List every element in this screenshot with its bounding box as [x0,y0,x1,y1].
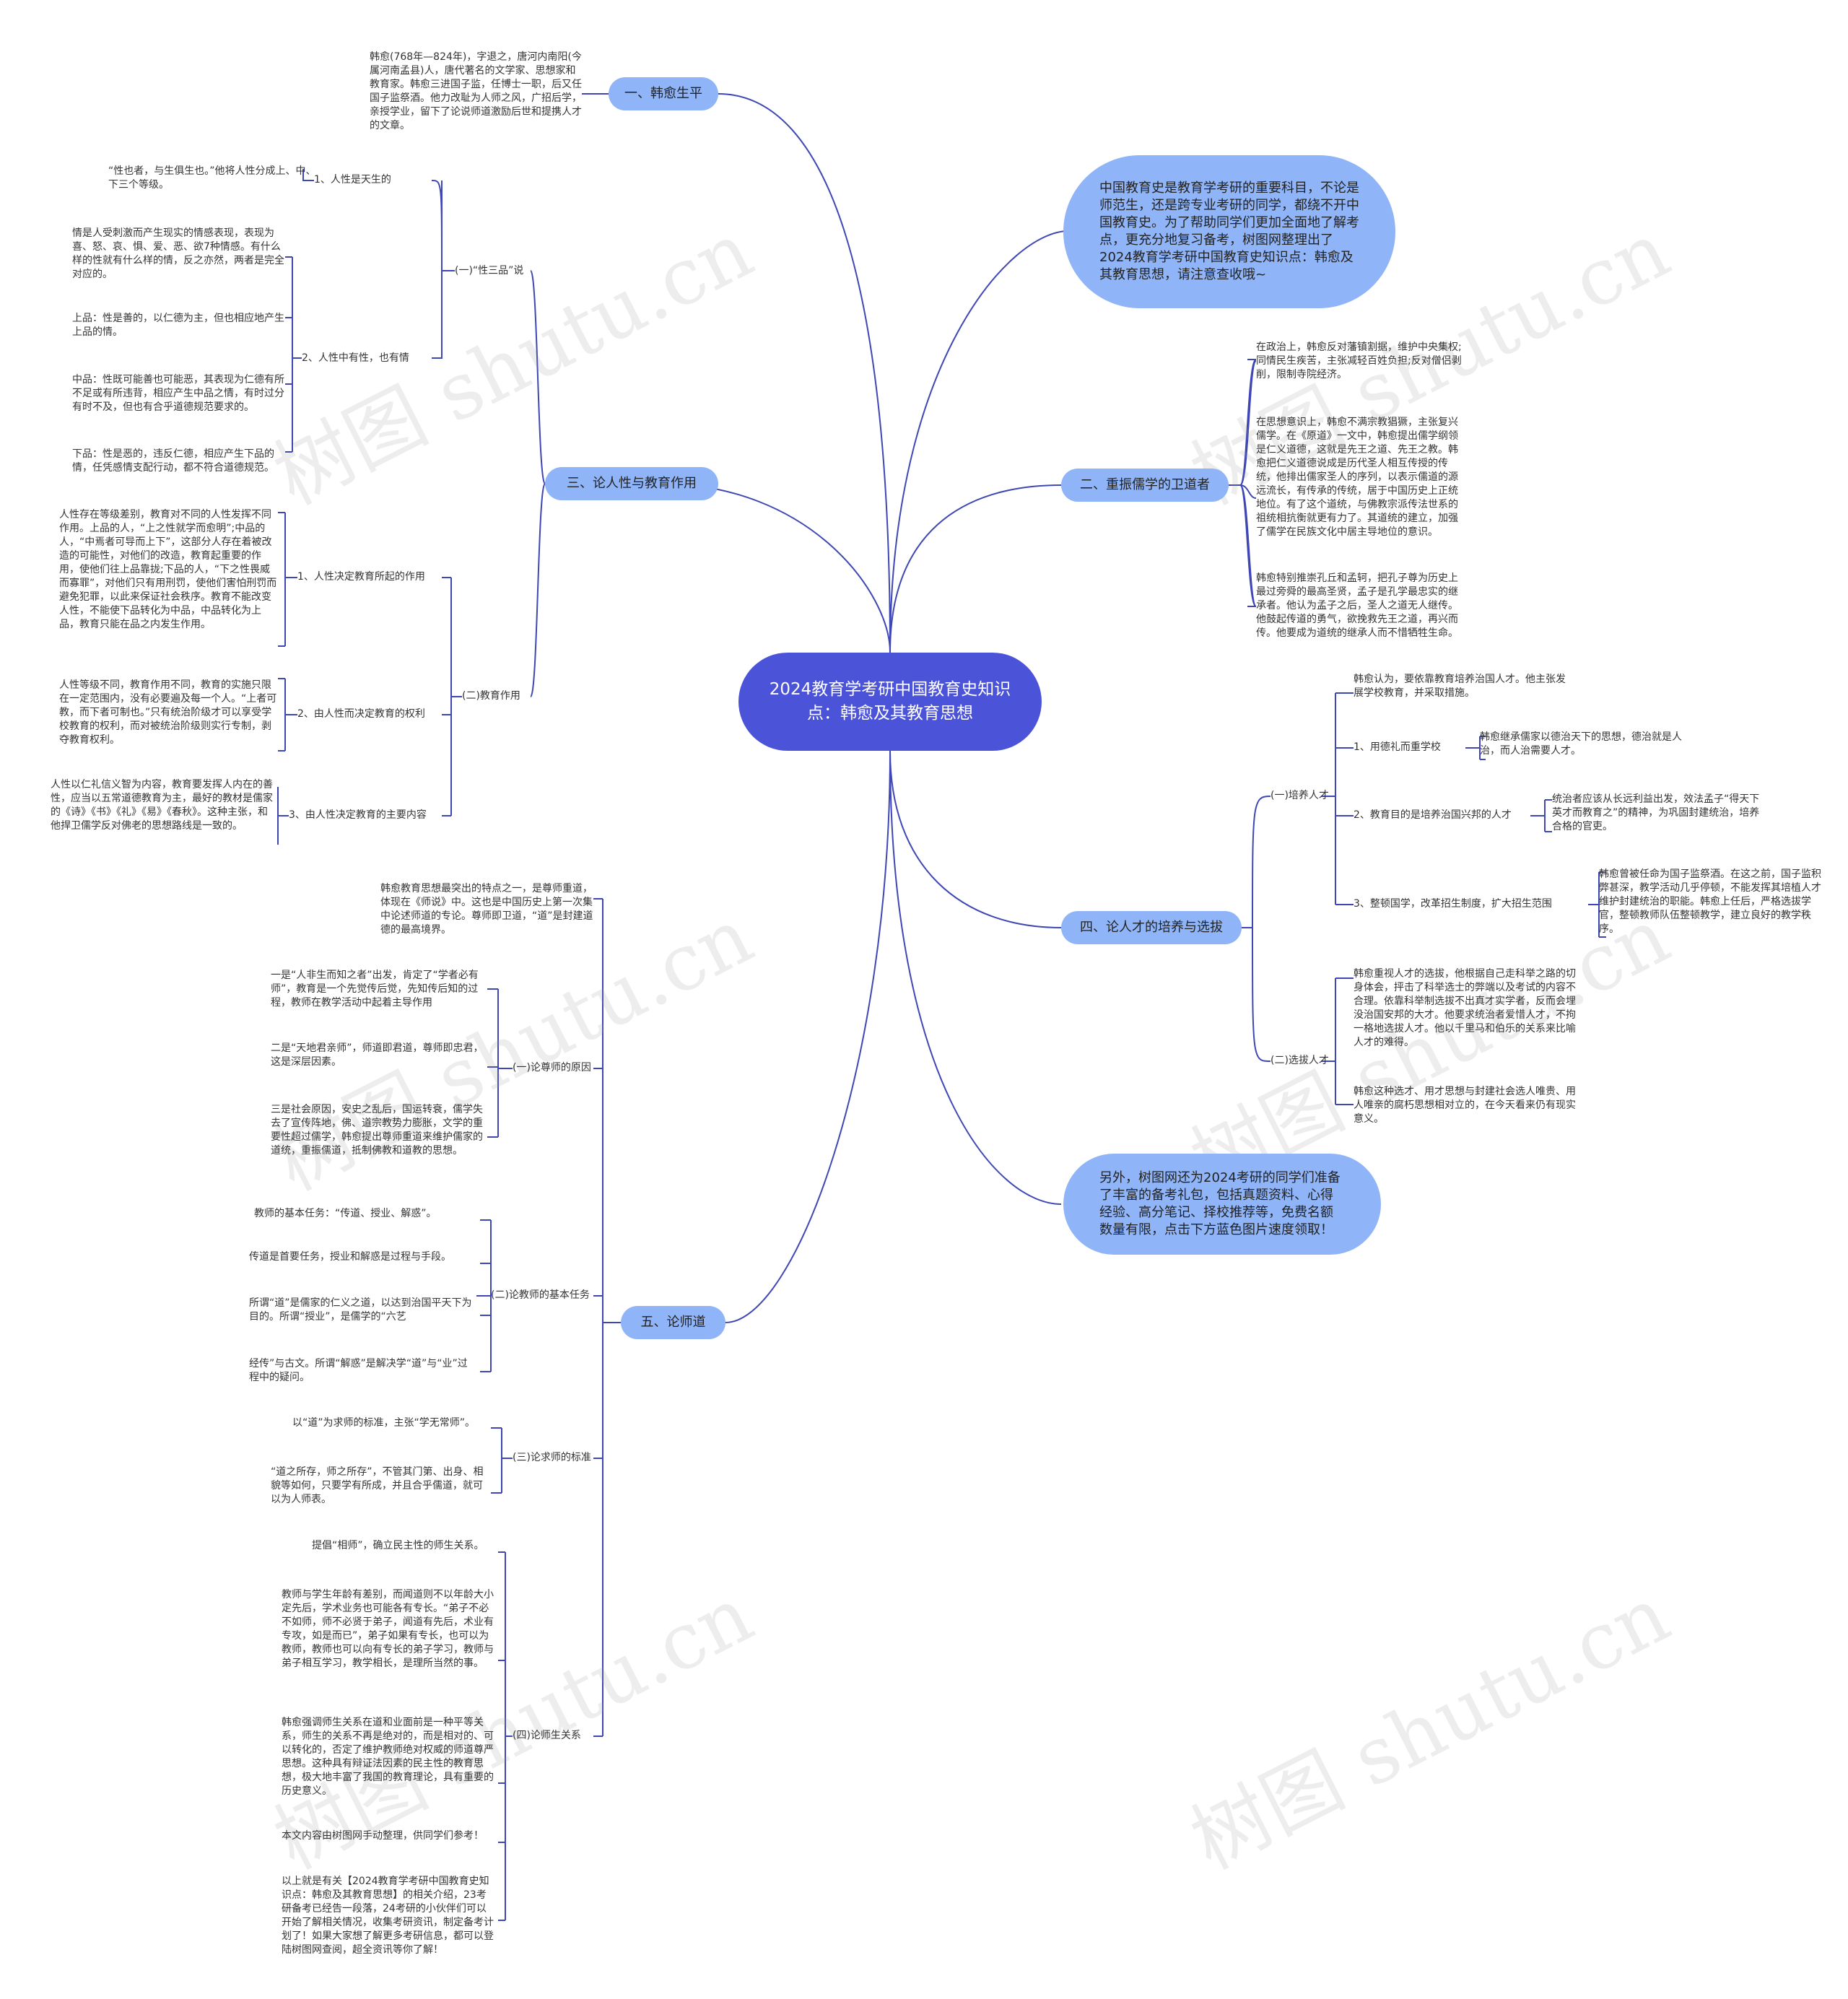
virtue-school-label[interactable]: 1、用德礼而重学校 [1354,741,1441,753]
nature-innate-label[interactable]: 1、人性是天生的 [314,174,391,186]
education-aim-text: 统治者应该从长远利益出发，效法孟子“得天下英才而教育之”的精神，为巩固封建统治，… [1552,793,1760,832]
education-right-text: 人性等级不同，教育作用不同，教育的实施只限在一定范围内，没有必要遍及每一个人。“… [59,679,277,746]
teacher-standard-label[interactable]: (三)论求师的标准 [513,1452,591,1463]
three-grades-theory-label[interactable]: (一)“性三品”说 [455,265,524,276]
teacher-task-label[interactable]: (二)论教师的基本任务 [491,1289,590,1301]
confucianism-thought-text: 在思想意识上，韩愈不满宗教猖獗，主张复兴儒学。在《原道》一文中，韩愈提出儒学纲领… [1256,417,1458,538]
role-determined-text: 人性存在等级差别，教育对不同的人性发挥不同作用。上品的人，“上之性就学而愈明”;… [59,509,277,630]
select-talent-label[interactable]: (二)选拔人才 [1270,1055,1329,1066]
source-note-text: 本文内容由树图网手动整理，供同学们参考！ [282,1830,484,1842]
cultivate-talent-intro: 韩愈认为，要依靠教育培养治国人才。他主张发展学校教育，并采取措施。 [1354,674,1566,699]
education-content-label[interactable]: 3、由人性决定教育的主要内容 [289,809,427,821]
closing-text: 以上就是有关【2024教育学考研中国教育史知识点：韩愈及其教育思想】的相关介绍，… [282,1876,494,1956]
lower-grade-text: 下品：性是恶的，违反仁德，相应产生下品的情，任凭感情支配行动，都不符合道德规范。 [72,448,274,474]
branch-confucianism[interactable]: 二、重振儒学的卫道者 [1061,469,1229,502]
virtue-school-text: 韩愈继承儒家以德治天下的思想，德治就是人治，而人治需要人才。 [1480,731,1682,757]
nature-innate-text: “性也者，与生俱生也。”他将人性分成上、中、下三个等级。 [108,165,316,191]
task-priority-text: 传道是首要任务，授业和解惑是过程与手段。 [249,1251,451,1263]
age-difference-text: 教师与学生年龄有差别，而闻道则不以年龄大小定先后，学术业务也可能各有专长。“弟子… [282,1589,494,1669]
teacher-student-label[interactable]: (四)论师生关系 [513,1730,581,1741]
role-determined-label[interactable]: 1、人性决定教育所起的作用 [297,571,425,583]
branch-biography[interactable]: 一、韩愈生平 [609,77,718,110]
outro-note-text: 另外，树图网还为2024考研的同学们准备了丰富的备考礼包，包括真题资料、心得经验… [1099,1170,1341,1237]
intro-note[interactable]: 中国教育史是教育学考研的重要科目，不论是师范生，还是跨专业考研的同学，都绕不开中… [1063,155,1395,308]
branch-talent[interactable]: 四、论人才的培养与选拔 [1061,911,1242,944]
cultivate-talent-label[interactable]: (一)培养人才 [1270,790,1329,801]
equality-text: 韩愈强调师生关系在道和业面前是一种平等关系，师生的关系不再是绝对的，而是相对的、… [282,1717,494,1797]
respect-teacher-reason-label[interactable]: (一)论尊师的原因 [513,1062,591,1073]
root-topic-label: 2024教育学考研中国教育史知识点：韩愈及其教育思想 [769,680,1011,723]
branch-teacher-way[interactable]: 五、论师道 [621,1306,725,1339]
mutual-teacher-text: 提倡“相师”，确立民主性的师生关系。 [312,1540,484,1551]
select-talent-text: 韩愈重视人才的选拔，他根据自己走科举之路的切身体会，抨击了科举选士的弊端以及考试… [1354,968,1576,1048]
root-topic[interactable]: 2024教育学考研中国教育史知识点：韩愈及其教育思想 [738,653,1042,751]
education-role-label[interactable]: (二)教育作用 [462,690,520,702]
emotion-text: 情是人受刺激而产生现实的情感表现，表现为喜、怒、哀、惧、爱、恶、欲7种情感。有什… [72,227,284,280]
reform-text: 韩愈曾被任命为国子监祭酒。在这之前，国子监积弊甚深，教学活动几乎停顿，不能发挥其… [1599,868,1821,935]
education-content-text: 人性以仁礼信义智为内容，教育要发挥人内在的善性，应当以五常道德教育为主，最好的教… [51,779,273,832]
biography-text: 韩愈(768年—824年)，字退之，唐河内南阳(今属河南孟县)人，唐代著名的文学… [370,51,582,131]
reason-one-text: 一是“人非生而知之者”出发，肯定了“学者必有师”，教育是一个先觉传后觉，先知传后… [271,970,479,1009]
education-aim-label[interactable]: 2、教育目的是培养治国兴邦的人才 [1354,809,1512,821]
outro-note[interactable]: 另外，树图网还为2024考研的同学们准备了丰富的备考礼包，包括真题资料、心得经验… [1063,1154,1381,1255]
confucianism-mencius-text: 韩愈特别推崇孔丘和孟轲，把孔子尊为历史上最过旁舜的最高圣贤，孟子是孔学最忠实的继… [1256,572,1458,639]
standard-any-text: “道之所存，师之所存”，不管其门第、出身、相貌等如何，只要学有所成，并且合乎儒道… [271,1466,484,1505]
task-dao-text: 所谓“道”是儒家的仁义之道，以达到治国平天下为目的。所谓“授业”，是儒学的“六艺 [249,1297,472,1323]
task-basic-text: 教师的基本任务：“传道、授业、解惑”。 [254,1208,437,1219]
education-right-label[interactable]: 2、由人性而决定教育的权利 [297,708,425,720]
teacher-way-intro: 韩愈教育思想最突出的特点之一，是尊师重道，体现在《师说》中。这也是中国历史上第一… [380,883,593,936]
reason-three-text: 三是社会原因，安史之乱后，国运转衰，儒学失去了宣传阵地，佛、道宗教势力膨胀，文学… [271,1104,483,1157]
upper-grade-text: 上品：性是善的，以仁德为主，但也相应地产生上品的情。 [72,313,284,338]
task-jiehuo-text: 经传”与古文。所谓“解惑”是解决学“道”与“业”过程中的疑问。 [249,1358,468,1383]
middle-grade-text: 中品：性既可能善也可能恶，其表现为仁德有所不足或有所违背，相应产生中品之情，有时… [72,374,284,413]
standard-dao-text: 以“道”为求师的标准，主张“学无常师”。 [292,1417,476,1429]
nature-and-emotion-label[interactable]: 2、人性中有性，也有情 [302,352,409,364]
branch-human-nature[interactable]: 三、论人性与教育作用 [545,467,718,500]
reform-label[interactable]: 3、整顿国学，改革招生制度，扩大招生范围 [1354,898,1552,910]
reason-two-text: 二是“天地君亲师”，师道即君道，尊师即忠君，这是深层因素。 [271,1042,484,1068]
confucianism-politics-text: 在政治上，韩愈反对藩镇割据，维护中央集权;同情民生疾苦，主张减轻百姓负担;反对僧… [1256,341,1462,380]
intro-note-text: 中国教育史是教育学考研的重要科目，不论是师范生，还是跨专业考研的同学，都绕不开中… [1099,180,1359,282]
select-talent-significance: 韩愈这种选才、用才思想与封建社会选人唯贵、用人唯亲的腐朽思想相对立的，在今天看来… [1354,1086,1576,1125]
